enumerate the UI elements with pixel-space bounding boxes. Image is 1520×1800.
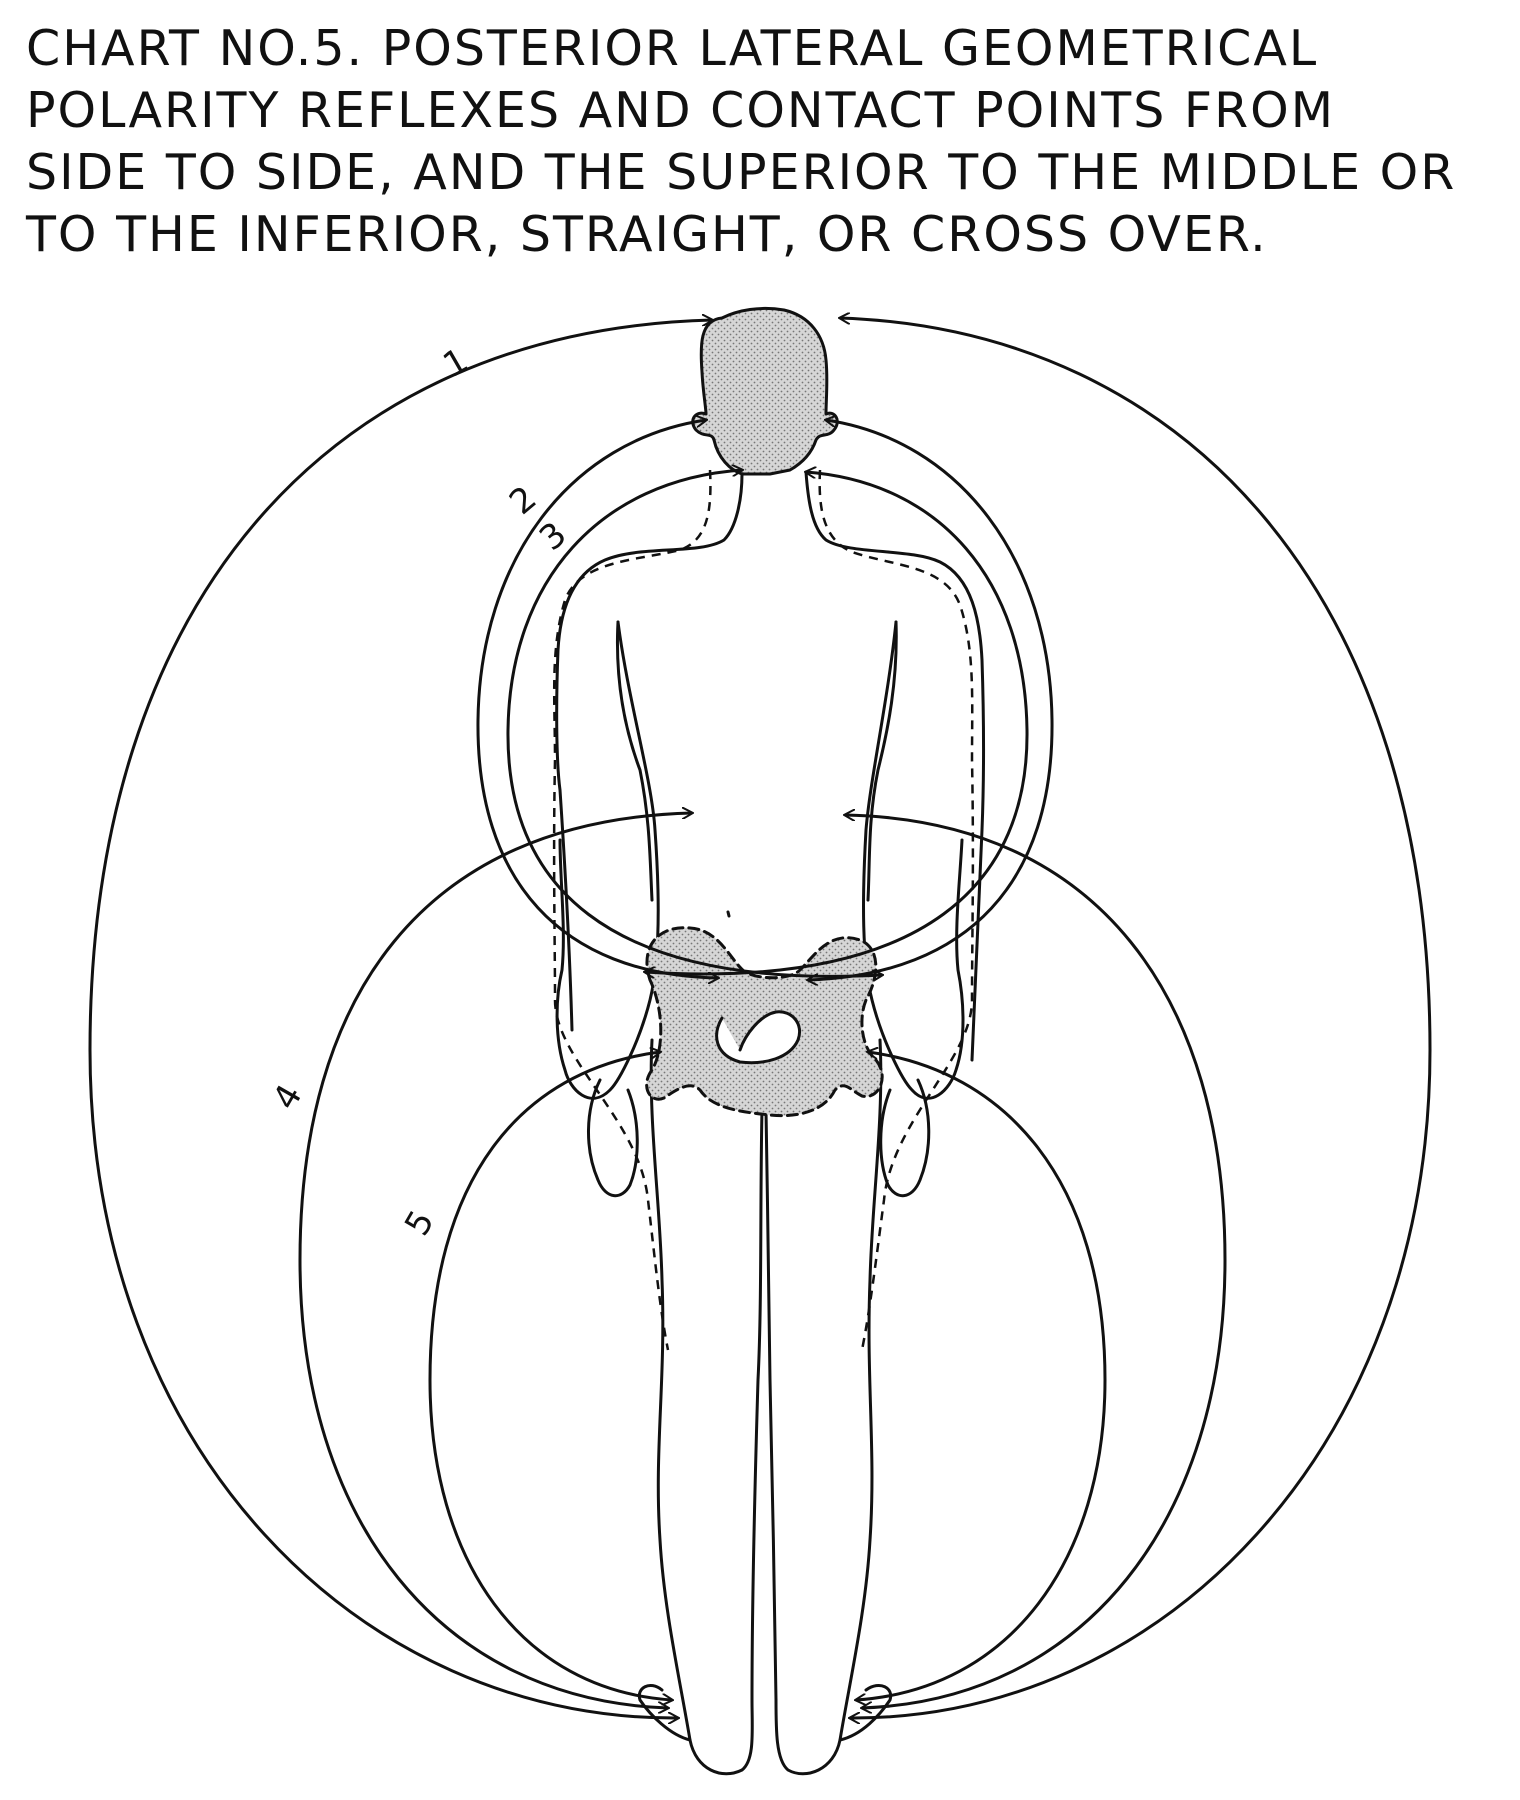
left-leg-outer [649,1038,754,1776]
left-hand [587,1078,639,1198]
right-hand [879,1078,931,1198]
right-dashed-meridian [818,469,975,1351]
arc-label-5: 5 [397,1204,442,1243]
left-leg-inner [750,1108,764,1702]
body-figure [555,306,985,1776]
arc-4-left [298,813,692,1708]
sacrum-opening [715,1010,801,1065]
head-shape [691,306,839,476]
arc-2-left [476,420,718,978]
arc-2-right [808,420,1054,980]
title-line-4: TO THE INFERIOR, STRAIGHT, OR CROSS OVER… [26,206,1268,263]
right-leg-inner [764,1108,778,1702]
arc-label-2: 2 [502,478,544,523]
arc-5-right [856,1052,1107,1700]
right-leg-outer [774,1038,883,1776]
title-line-1: CHART NO.5. POSTERIOR LATERAL GEOMETRICA… [26,20,1319,77]
polarity-arcs [88,318,1432,1718]
title-line-2: POLARITY REFLEXES AND CONTACT POINTS FRO… [26,82,1335,139]
arc-1-right [840,318,1432,1718]
left-back-line [616,620,654,902]
spine-dot [726,910,731,918]
chart-title: CHART NO.5. POSTERIOR LATERAL GEOMETRICA… [26,18,1496,266]
dashed-meridians [552,469,975,1351]
arc-1-left [88,320,712,1718]
right-arm [862,620,965,1100]
title-line-3: SIDE TO SIDE, AND THE SUPERIOR TO THE MI… [26,144,1457,201]
arc-5-left [428,1052,672,1700]
arc-4-right [845,815,1227,1708]
left-dashed-meridian [552,469,712,1351]
arc-label-4: 4 [265,1078,310,1117]
